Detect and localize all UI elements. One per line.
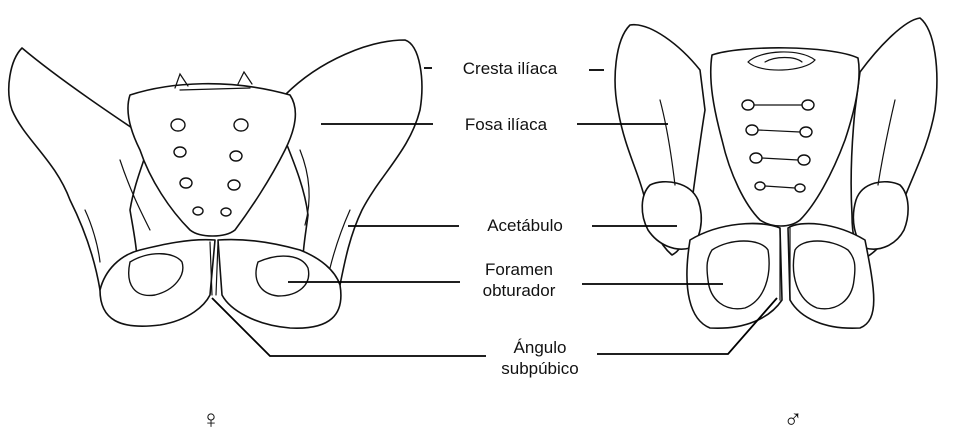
label-acetabulo: Acetábulo — [487, 216, 563, 235]
label-fosa-iliaca: Fosa ilíaca — [465, 115, 548, 134]
male-obturator-left — [706, 240, 770, 310]
label-foramen-line2: obturador — [483, 281, 556, 300]
label-foramen-line1: Foramen — [485, 260, 553, 279]
male-pelvis — [614, 17, 938, 329]
female-obturator-right — [255, 255, 310, 297]
angle-leader-right — [597, 297, 778, 355]
labels: Cresta ilíaca Fosa ilíaca Acetábulo Fora… — [463, 59, 579, 378]
leader-lines — [211, 67, 778, 357]
female-right-ilium — [284, 39, 423, 294]
female-sacrum — [127, 82, 297, 237]
male-obturator-right — [792, 240, 856, 310]
male-sacral-foramina — [741, 99, 815, 193]
female-obturator-left — [128, 253, 184, 297]
angle-leader-left — [211, 297, 486, 357]
label-cresta-iliaca: Cresta ilíaca — [463, 59, 558, 78]
female-pelvis — [8, 39, 423, 329]
female-sacral-foramina — [170, 118, 249, 217]
label-angulo-line1: Ángulo — [514, 338, 567, 357]
female-left-ilium — [8, 47, 151, 298]
label-angulo-line2: subpúbico — [501, 359, 579, 378]
male-symbol: ♂ — [783, 404, 803, 434]
female-symbol: ♀ — [201, 404, 221, 434]
male-sacrum — [709, 47, 860, 227]
